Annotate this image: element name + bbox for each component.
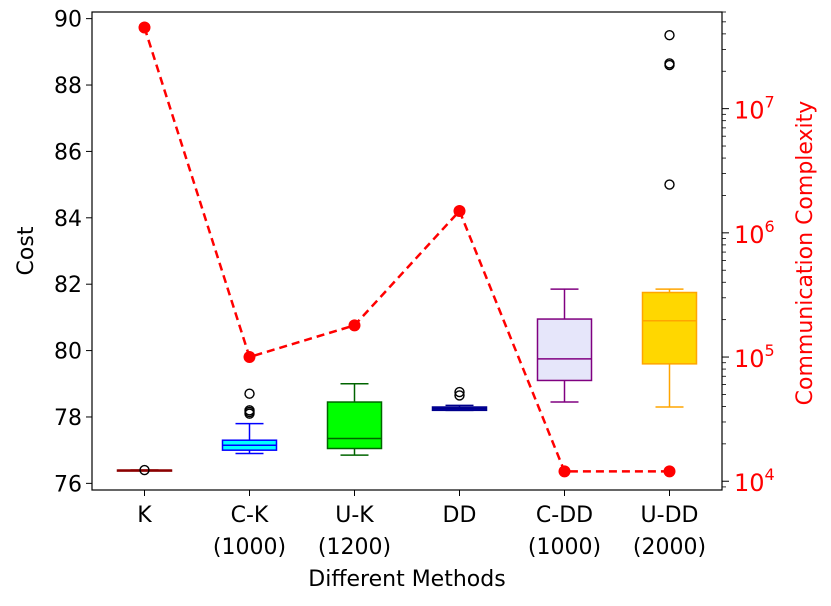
x-axis-title: Different Methods — [308, 567, 505, 592]
left-axis: 76 78 80 82 84 86 88 90 — [54, 8, 92, 497]
x-tick-label: U-K — [335, 503, 374, 528]
complexity-point — [138, 21, 151, 34]
complexity-point — [453, 204, 466, 217]
complexity-point — [558, 465, 571, 478]
y-tick-label: 84 — [54, 207, 82, 232]
outlier-point — [139, 464, 150, 476]
y-tick-label: 78 — [54, 406, 82, 431]
plot-area — [92, 12, 722, 490]
x-tick-label: U-DD — [641, 503, 699, 528]
outlier-point — [454, 386, 465, 398]
y-tick-label: 86 — [54, 140, 82, 165]
right-axis: 104 105 106 107 — [722, 11, 775, 497]
x-tick-label: C-DD — [536, 503, 593, 528]
y2-axis-title: Communication Complexity — [793, 101, 818, 406]
boxes-layer — [116, 30, 698, 476]
x-tick-label: (1200) — [318, 535, 391, 560]
complexity-line — [143, 27, 670, 473]
y-tick-label: 76 — [54, 472, 82, 497]
box-body — [536, 318, 593, 382]
plot-frame — [91, 11, 723, 491]
y-tick-label: 80 — [54, 340, 82, 365]
x-tick-label: (2000) — [633, 535, 706, 560]
x-tick-label: (1000) — [528, 535, 601, 560]
outlier-point — [454, 390, 465, 401]
x-tick-label: C-K — [231, 503, 269, 528]
outlier-point — [664, 30, 675, 41]
y2-tick-label: 105 — [734, 341, 775, 373]
y-tick-label: 88 — [54, 74, 82, 99]
x-tick-label: K — [137, 503, 152, 528]
complexity-line-layer — [138, 21, 676, 478]
y-tick-label: 90 — [54, 8, 82, 33]
box-body — [641, 291, 698, 365]
complexity-point — [663, 465, 676, 478]
x-tick-label: DD — [443, 503, 477, 528]
x-tick-label: (1000) — [213, 535, 286, 560]
outlier-point — [244, 388, 255, 399]
y-axis-title: Cost — [14, 226, 39, 275]
complexity-point — [348, 319, 361, 332]
y2-tick-label: 106 — [734, 217, 775, 249]
outlier-point — [664, 179, 675, 190]
complexity-point — [243, 351, 256, 364]
outlier-point — [664, 58, 675, 69]
outlier-point — [244, 405, 255, 416]
y2-tick-label: 104 — [734, 465, 775, 497]
y2-tick-label: 107 — [734, 93, 775, 125]
y-tick-label: 82 — [54, 273, 82, 298]
box-body — [326, 401, 383, 450]
bottom-axis: K C-K (1000) U-K (1200) DD C-DD (1000) U-DD (2000… — [137, 490, 706, 560]
